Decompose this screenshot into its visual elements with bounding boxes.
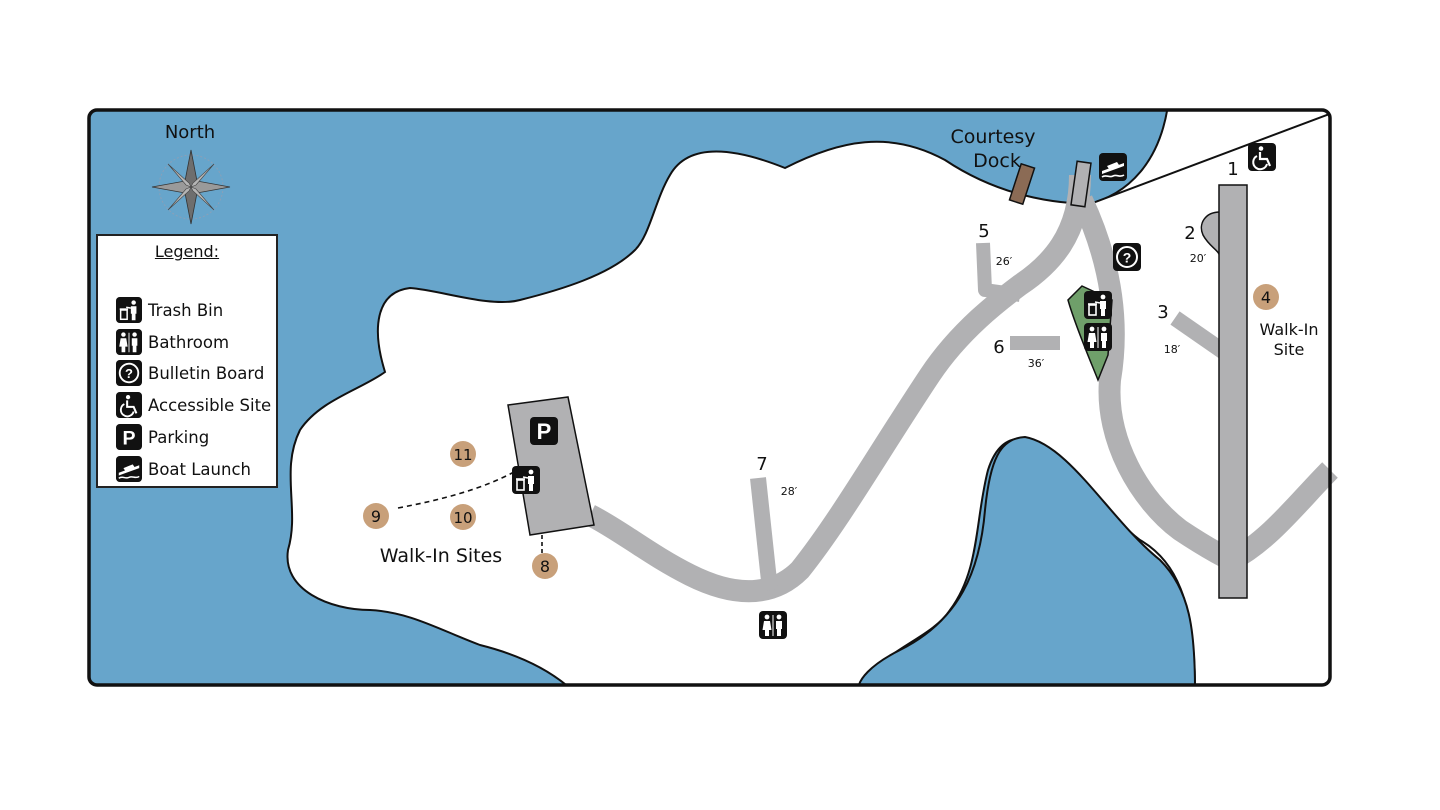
- site-number: 3: [1157, 302, 1168, 323]
- walk-in-site-label: Walk-In: [1260, 320, 1319, 339]
- legend-label: Parking: [148, 427, 210, 447]
- walk-in-number: 4: [1261, 288, 1271, 307]
- courtesy-dock-label: Courtesy: [950, 126, 1035, 148]
- legend-label: Bulletin Board: [148, 363, 265, 383]
- courtesy-dock: [1008, 162, 1036, 206]
- site-number: 1: [1227, 159, 1238, 180]
- legend-label: Trash Bin: [148, 300, 224, 320]
- walk-in-marker-4[interactable]: 4: [1253, 284, 1279, 310]
- legend-title: Legend:: [154, 242, 220, 261]
- walk-in-number: 9: [371, 507, 381, 526]
- bathroom-icon[interactable]: [1084, 323, 1112, 351]
- walk-in-sites-label: Walk-In Sites: [380, 545, 502, 567]
- parking-icon: P: [116, 424, 142, 450]
- bulletin-board-icon: ?: [116, 360, 142, 386]
- accessible-site-icon: [116, 392, 142, 418]
- svg-text:P: P: [122, 427, 135, 449]
- site-number: 5: [978, 221, 989, 242]
- accessible-site-icon[interactable]: [1248, 143, 1276, 171]
- site-length: 26′: [996, 255, 1013, 268]
- legend-panel: Legend: Trash Bin Bathroom ? Bulleti: [96, 234, 278, 488]
- legend-item-parking: P Parking: [116, 424, 209, 450]
- legend-item-boat-launch: Boat Launch: [116, 456, 251, 482]
- site-1-pad: [1218, 184, 1248, 599]
- trash-bin-icon: [116, 297, 142, 323]
- legend-item-accessible-site: Accessible Site: [116, 392, 271, 418]
- bathroom-icon: [116, 329, 142, 355]
- site-number: 6: [993, 337, 1004, 358]
- legend-label: Accessible Site: [148, 395, 272, 415]
- site-length: 18′: [1164, 343, 1181, 356]
- trash-bin-icon[interactable]: [512, 466, 540, 494]
- walk-in-marker-8[interactable]: 8: [532, 553, 558, 579]
- map-frame: [87, 108, 1332, 687]
- walk-in-number: 11: [453, 446, 472, 464]
- legend-label: Boat Launch: [148, 459, 251, 479]
- walk-in-marker-10[interactable]: 10: [450, 504, 476, 530]
- boat-launch-ramp: [1070, 160, 1092, 208]
- walk-in-marker-9[interactable]: 9: [363, 503, 389, 529]
- parking-icon[interactable]: P: [530, 417, 558, 445]
- site-number: 2: [1184, 223, 1195, 244]
- compass-rose: [151, 149, 231, 225]
- bathroom-icon[interactable]: [759, 611, 787, 639]
- site-length: 36′: [1028, 357, 1045, 370]
- boat-launch-icon: [116, 456, 142, 482]
- walk-in-number: 10: [453, 509, 472, 527]
- walk-in-site-label-2: Site: [1274, 340, 1305, 359]
- svg-text:?: ?: [1123, 250, 1132, 266]
- legend-item-bathroom: Bathroom: [116, 329, 229, 355]
- site-length: 28′: [781, 485, 798, 498]
- trash-bin-icon[interactable]: [1084, 291, 1112, 319]
- walk-in-marker-11[interactable]: 11: [450, 441, 476, 467]
- parking-letter: P: [537, 419, 552, 444]
- legend-item-bulletin-board: ? Bulletin Board: [116, 360, 264, 386]
- courtesy-dock-label-2: Dock: [973, 150, 1021, 172]
- site-length: 20′: [1190, 252, 1207, 265]
- walk-in-trail-9: [397, 471, 515, 509]
- peninsula-land: [286, 110, 1330, 685]
- south-water: [856, 435, 1197, 685]
- boat-launch-icon[interactable]: [1099, 153, 1127, 181]
- north-label: North: [165, 122, 215, 143]
- legend-label: Bathroom: [148, 332, 230, 352]
- svg-text:?: ?: [125, 366, 133, 381]
- walk-in-number: 8: [540, 557, 550, 576]
- site-number: 7: [756, 454, 767, 475]
- legend-item-trash-bin: Trash Bin: [116, 297, 223, 323]
- bulletin-board-icon[interactable]: ?: [1113, 243, 1141, 271]
